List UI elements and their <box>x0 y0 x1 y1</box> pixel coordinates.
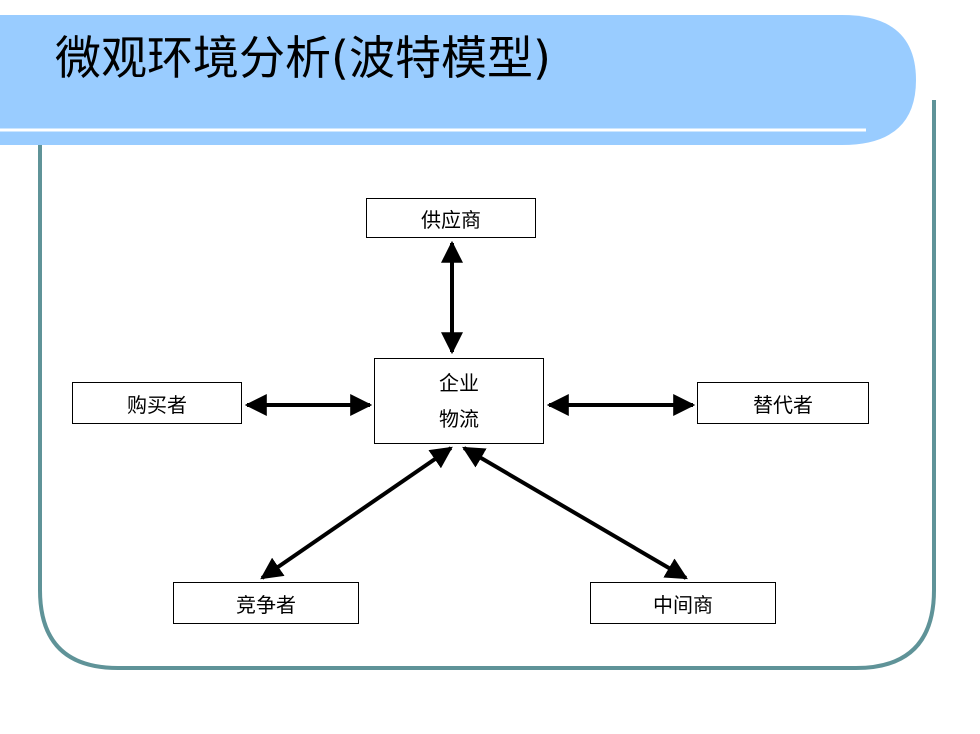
node-supplier-label: 供应商 <box>421 207 481 232</box>
arrow-center-intermediary <box>462 446 688 580</box>
page-title: 微观环境分析(波特模型) <box>55 31 551 85</box>
node-substitute: 替代者 <box>697 382 869 424</box>
node-supplier: 供应商 <box>366 198 536 238</box>
node-center-line2: 物流 <box>439 407 479 431</box>
title-band <box>0 15 916 145</box>
node-center: 企业 物流 <box>374 358 544 444</box>
node-competitor: 竞争者 <box>173 582 359 624</box>
node-competitor-label: 竞争者 <box>236 592 296 617</box>
node-center-line1: 企业 <box>439 371 479 395</box>
node-intermediary: 中间商 <box>590 582 776 624</box>
node-buyer: 购买者 <box>72 382 242 424</box>
node-substitute-label: 替代者 <box>753 392 813 417</box>
node-buyer-label: 购买者 <box>127 392 187 417</box>
content-frame-border <box>38 100 936 670</box>
arrow-center-competitor <box>260 446 453 580</box>
node-intermediary-label: 中间商 <box>653 592 713 617</box>
